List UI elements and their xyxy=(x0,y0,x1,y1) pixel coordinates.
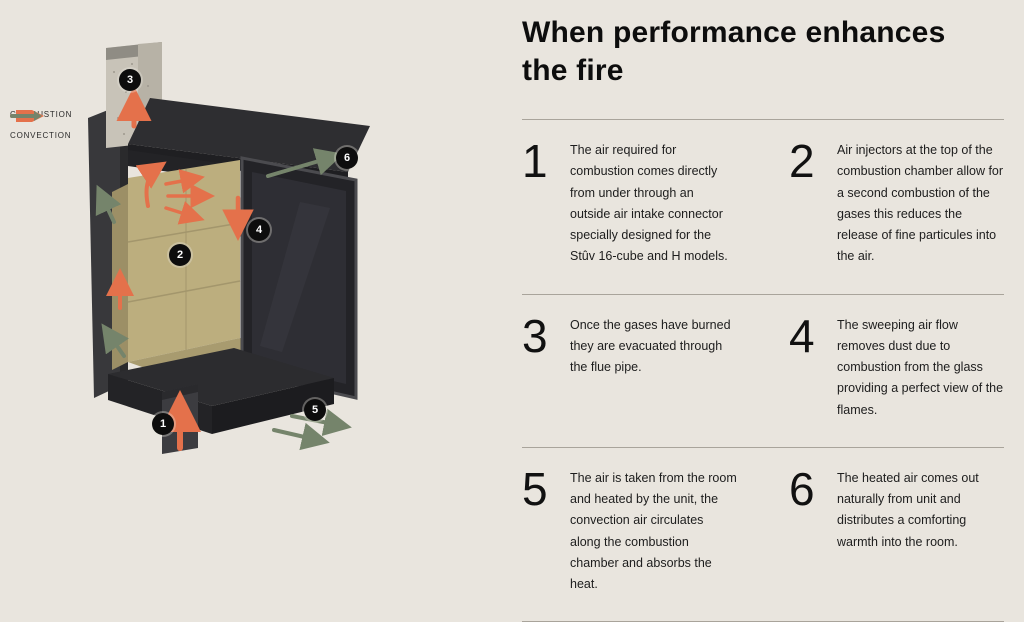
steps-grid: 1 The air required for combustion comes … xyxy=(522,119,1004,622)
step-item-4: 4 The sweeping air flow removes dust due… xyxy=(789,309,1004,421)
convection-arrow-icon xyxy=(10,111,42,121)
steps-row-3: 5 The air is taken from the room and hea… xyxy=(522,446,1004,622)
step-text: The air is taken from the room and heate… xyxy=(570,470,737,591)
content-panel: When performance enhances the fire 1 The… xyxy=(522,0,1004,622)
step-number: 5 xyxy=(522,462,548,515)
step-text: The sweeping air flow removes dust due t… xyxy=(837,317,1004,417)
step-number: 2 xyxy=(789,135,815,187)
diagram-badge-4: 4 xyxy=(248,219,270,241)
step-item-3: 3 Once the gases have burned they are ev… xyxy=(522,309,737,421)
step-text: Once the gases have burned they are evac… xyxy=(570,317,731,375)
step-item-1: 1 The air required for combustion comes … xyxy=(522,135,737,268)
step-item-2: 2 Air injectors at the top of the combus… xyxy=(789,135,1004,268)
step-text: The heated air comes out naturally from … xyxy=(837,470,979,549)
step-text: The air required for combustion comes di… xyxy=(570,143,728,264)
steps-row-1: 1 The air required for combustion comes … xyxy=(522,119,1004,294)
step-text: Air injectors at the top of the combusti… xyxy=(837,143,1004,264)
step-item-5: 5 The air is taken from the room and hea… xyxy=(522,462,737,596)
step-number: 4 xyxy=(789,309,815,362)
step-number: 1 xyxy=(522,135,548,187)
step-number: 3 xyxy=(522,309,548,362)
diagram-badge-6: 6 xyxy=(336,147,358,169)
stove-diagram: 1 2 3 4 5 6 COMBUSTION CONVECTION xyxy=(0,0,512,505)
legend-convection: CONVECTION xyxy=(10,111,72,140)
diagram-badge-2: 2 xyxy=(169,244,191,266)
legend: COMBUSTION CONVECTION xyxy=(10,110,72,152)
legend-convection-label: CONVECTION xyxy=(10,131,72,140)
step-number: 6 xyxy=(789,462,815,515)
diagram-badge-3: 3 xyxy=(119,69,141,91)
steps-row-2: 3 Once the gases have burned they are ev… xyxy=(522,293,1004,447)
diagram-badge-1: 1 xyxy=(152,413,174,435)
stove-cutaway-illustration xyxy=(88,42,370,454)
step-item-6: 6 The heated air comes out naturally fro… xyxy=(789,462,1004,596)
diagram-badge-5: 5 xyxy=(304,399,326,421)
page-title: When performance enhances the fire xyxy=(522,16,946,87)
